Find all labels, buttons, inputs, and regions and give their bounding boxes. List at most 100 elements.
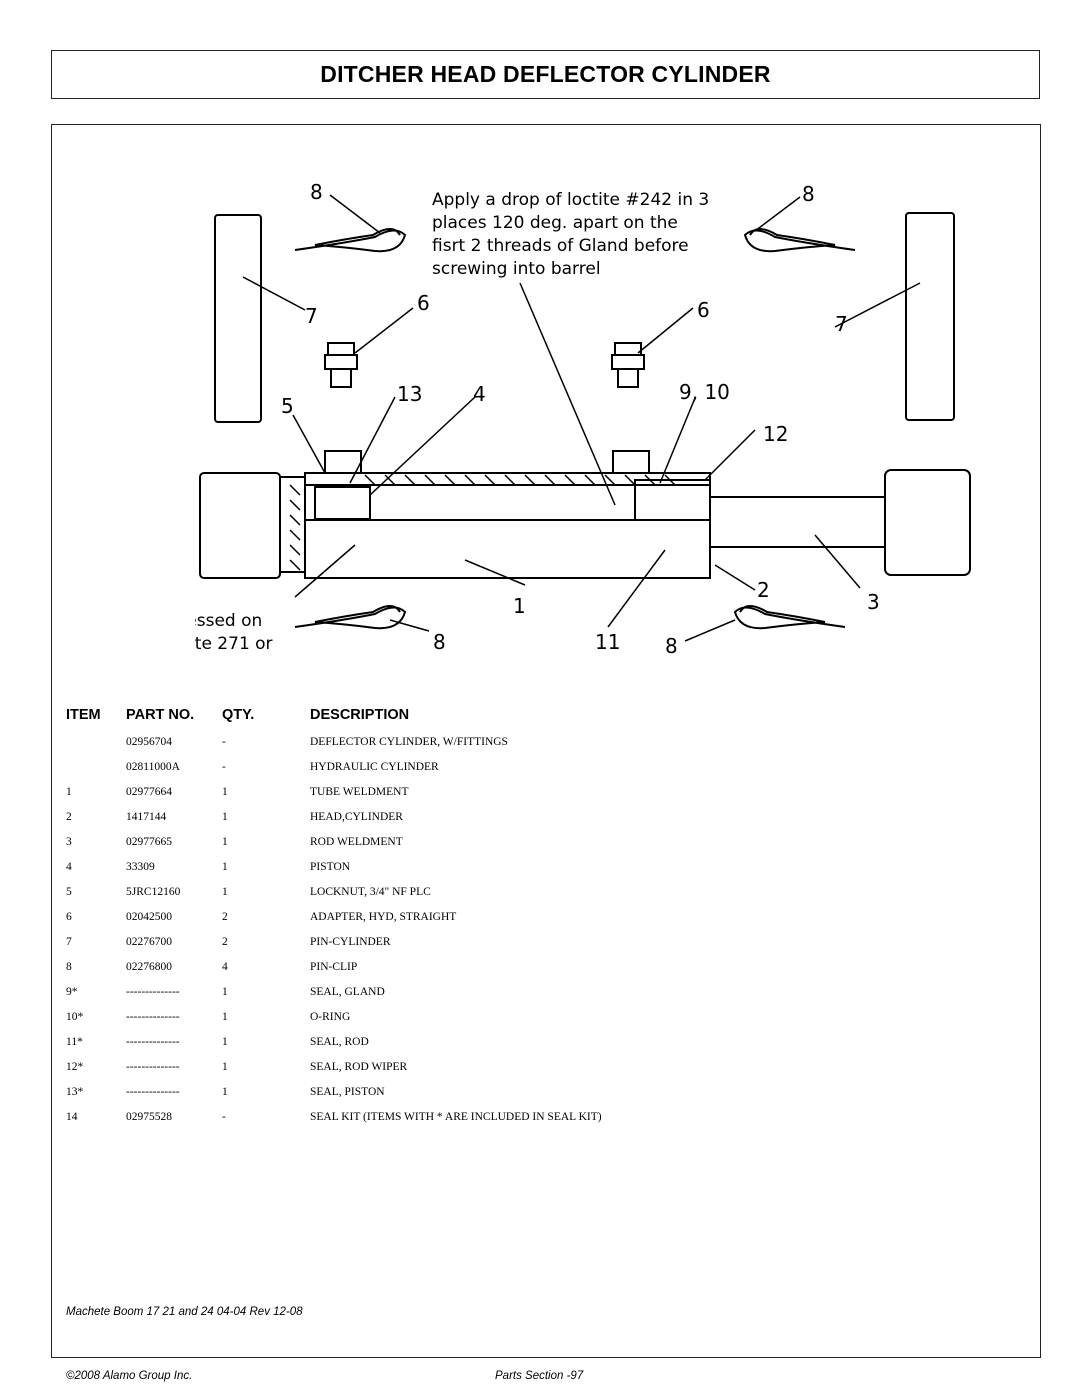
qty-cell: 1 (222, 786, 228, 798)
pin-clip-bottom-left (294, 605, 407, 630)
header-description: DESCRIPTION (310, 707, 410, 723)
note-loctite-271-line-2: with Loctite 271 or (195, 634, 273, 654)
description-cell: SEAL, ROD (310, 1036, 369, 1048)
item-cell: 3 (66, 836, 72, 848)
cylinder-exploded-diagram: 8 8 7 7 6 6 5 13 4 9, 10 12 1 2 3 8 11 8… (195, 180, 971, 658)
header-qty: QTY. (222, 707, 255, 723)
pin-clip-top-left (294, 228, 407, 253)
description-cell: ADAPTER, HYD, STRAIGHT (310, 911, 457, 923)
note-loctite-242-line-1: Apply a drop of loctite #242 in 3 (432, 190, 709, 210)
part-no-cell: -------------- (126, 1011, 180, 1023)
callout-4: 4 (473, 382, 486, 406)
item-cell: 8 (66, 961, 72, 973)
content-frame (51, 124, 1041, 1358)
adapter-left (324, 342, 358, 388)
description-cell: SEAL, PISTON (310, 1086, 385, 1098)
part-no-cell: 02276800 (126, 961, 172, 973)
callout-13: 13 (397, 382, 422, 406)
item-cell: 2 (66, 811, 72, 823)
callout-12: 12 (763, 422, 788, 446)
part-no-cell: 5JRC12160 (126, 886, 181, 898)
description-cell: PIN-CYLINDER (310, 936, 391, 948)
part-no-cell: 02956704 (126, 736, 172, 748)
description-cell: SEAL, GLAND (310, 986, 385, 998)
note-loctite-242-line-3: fisrt 2 threads of Gland before (432, 236, 689, 256)
part-no-cell: 33309 (126, 861, 155, 873)
pin-clip-bottom-right (733, 605, 846, 630)
description-cell: SEAL KIT (ITEMS WITH * ARE INCLUDED IN S… (310, 1111, 602, 1123)
page-number: Parts Section -97 (495, 1370, 584, 1382)
part-no-cell: -------------- (126, 1086, 180, 1098)
copyright: ©2008 Alamo Group Inc. (66, 1370, 193, 1382)
qty-cell: 1 (222, 1036, 228, 1048)
table-row: 1 02977664 1 TUBE WELDMENT (0, 786, 1080, 806)
description-cell: SEAL, ROD WIPER (310, 1061, 408, 1073)
description-cell: HEAD,CYLINDER (310, 811, 403, 823)
item-cell: 11* (66, 1036, 83, 1048)
callout-7-right: 7 (835, 312, 848, 336)
table-row: 9* -------------- 1 SEAL, GLAND (0, 986, 1080, 1006)
piston (314, 486, 371, 520)
callout-11: 11 (595, 630, 620, 654)
item-cell: 14 (66, 1111, 78, 1123)
description-cell: LOCKNUT, 3/4" NF PLC (310, 886, 431, 898)
part-no-cell: -------------- (126, 1061, 180, 1073)
pin-cylinder-right (905, 212, 955, 421)
qty-cell: 1 (222, 986, 228, 998)
item-cell: 5 (66, 886, 72, 898)
part-no-cell: -------------- (126, 1036, 180, 1048)
description-cell: ROD WELDMENT (310, 836, 403, 848)
callout-8-bottom-left: 8 (433, 630, 446, 654)
item-cell: 13* (66, 1086, 84, 1098)
table-row: 14 02975528 - SEAL KIT (ITEMS WITH * ARE IN… (0, 1111, 1080, 1131)
description-cell: DEFLECTOR CYLINDER, W/FITTINGS (310, 736, 508, 748)
part-no-cell: 02042500 (126, 911, 172, 923)
qty-cell: 1 (222, 1061, 228, 1073)
title-box: DITCHER HEAD DEFLECTOR CYLINDER (51, 50, 1040, 99)
callout-3: 3 (867, 590, 880, 614)
description-cell: PIN-CLIP (310, 961, 358, 973)
part-no-cell: 02811000A (126, 761, 180, 773)
item-cell: 4 (66, 861, 72, 873)
header-item: ITEM (66, 707, 101, 723)
qty-cell: 1 (222, 836, 228, 848)
part-no-cell: -------------- (126, 986, 180, 998)
qty-cell: 1 (222, 1011, 228, 1023)
table-row: 11* -------------- 1 SEAL, ROD (0, 1036, 1080, 1056)
part-no-cell: 02975528 (126, 1111, 172, 1123)
qty-cell: - (222, 1111, 226, 1123)
item-cell: 9* (66, 986, 78, 998)
adapter-right (611, 342, 645, 388)
qty-cell: 4 (222, 961, 228, 973)
note-loctite-242-line-4: screwing into barrel (432, 259, 601, 279)
tube-weldment (304, 472, 711, 579)
table-row: 02811000A-HYDRAULIC CYLINDER (0, 761, 1080, 781)
rod-end-boss (884, 469, 971, 576)
callout-7-left: 7 (305, 304, 318, 328)
table-row: 13* -------------- 1 SEAL, PISTON (0, 1086, 1080, 1106)
header-part-no: PART NO. (126, 707, 195, 723)
callout-8-bottom-right: 8 (665, 634, 678, 658)
description-cell: HYDRAULIC CYLINDER (310, 761, 439, 773)
qty-cell: 1 (222, 1086, 228, 1098)
revision-note: Machete Boom 17 21 and 24 04-04 Rev 12-0… (66, 1306, 303, 1318)
page-title: DITCHER HEAD DEFLECTOR CYLINDER (320, 61, 771, 87)
description-cell: O-RING (310, 1011, 351, 1023)
callout-5: 5 (281, 394, 294, 418)
callout-8-top-left: 8 (310, 180, 323, 204)
item-cell: 1 (66, 786, 72, 798)
part-no-cell: 02977664 (126, 786, 172, 798)
callout-1: 1 (513, 594, 526, 618)
description-cell: TUBE WELDMENT (310, 786, 409, 798)
callout-6-left: 6 (417, 291, 430, 315)
description-cell: PISTON (310, 861, 351, 873)
qty-cell: 1 (222, 811, 228, 823)
note-loctite-242-line-2: places 120 deg. apart on the (432, 213, 678, 233)
